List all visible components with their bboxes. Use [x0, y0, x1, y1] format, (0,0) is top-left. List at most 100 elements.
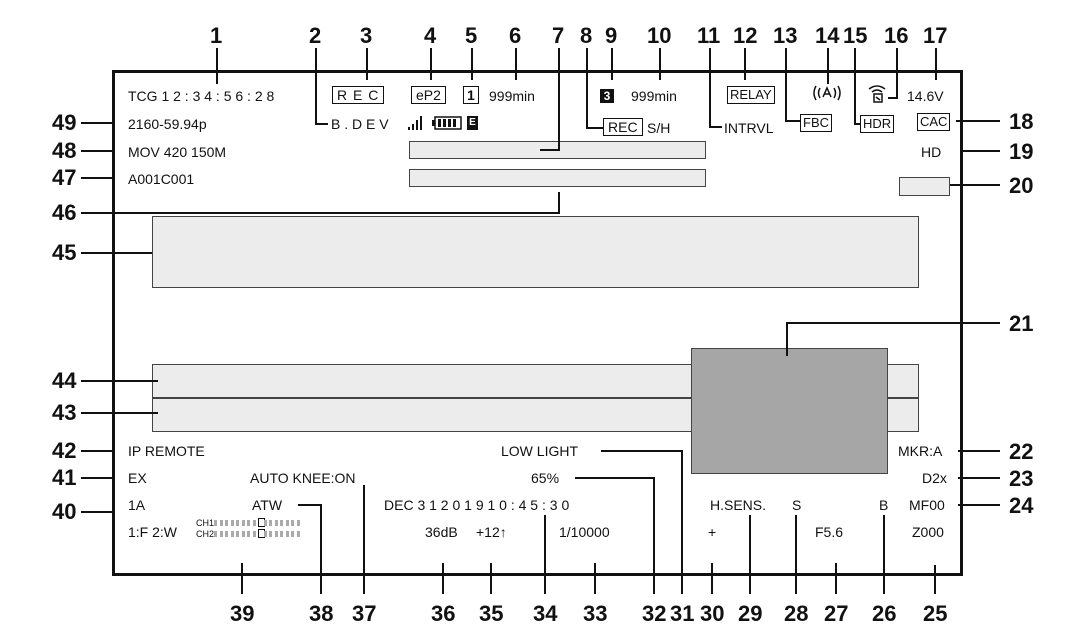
callout-18: 18 [1009, 109, 1034, 134]
callout-36: 36 [431, 601, 456, 626]
callout-10: 10 [647, 23, 672, 48]
callout-27: 27 [824, 601, 849, 626]
callout-14: 14 [815, 23, 840, 48]
remain-b: 999min [631, 88, 677, 104]
callout-12: 12 [733, 23, 758, 48]
one-a: 1A [128, 497, 146, 513]
hsens: H.SENS. [710, 497, 767, 513]
callout-43: 43 [52, 400, 77, 425]
callout-7: 7 [552, 23, 565, 48]
callout-37: 37 [352, 601, 377, 626]
percent: 65% [531, 470, 560, 486]
plus-indicator: + [708, 524, 717, 540]
display-area-20 [899, 177, 950, 196]
meter-segment [269, 520, 272, 526]
callout-49: 49 [52, 110, 77, 135]
slot-b-number: 3 [600, 89, 614, 103]
callout-6: 6 [509, 23, 522, 48]
mf: MF00 [909, 497, 945, 513]
callout-17: 17 [923, 23, 948, 48]
meter-segment [219, 531, 223, 537]
meter-segment [236, 520, 239, 526]
marker: MKR:A [898, 443, 943, 459]
meter-segment [274, 520, 278, 526]
offset: +12↑ [476, 524, 507, 540]
iris: F5.6 [815, 524, 844, 540]
fbc-indicator: FBC [800, 114, 832, 132]
relay-indicator: RELAY [727, 86, 775, 104]
cac-indicator: CAC [917, 113, 951, 131]
s-indicator: S [792, 497, 802, 513]
meter-segment [214, 531, 217, 537]
meter-segment [263, 520, 267, 526]
meter-segment [225, 531, 228, 537]
callout-5: 5 [465, 23, 478, 48]
callout-38: 38 [309, 601, 334, 626]
ip-remote: IP REMOTE [128, 443, 205, 459]
hdr-indicator: HDR [860, 115, 895, 133]
callout-48: 48 [52, 138, 77, 163]
callout-2: 2 [309, 23, 322, 48]
callout-33: 33 [583, 601, 608, 626]
meter-segment [296, 520, 300, 526]
slot-a-number: 1 [463, 86, 479, 104]
callout-19: 19 [1009, 139, 1034, 164]
callout-1: 1 [210, 23, 223, 48]
ch1-label: CH1 [196, 518, 215, 528]
callout-35: 35 [479, 601, 504, 626]
audio-select: 1:F 2:W [128, 524, 178, 540]
intrvl: INTRVL [724, 120, 774, 136]
callout-47: 47 [52, 165, 77, 190]
shutter: 1/10000 [559, 524, 610, 540]
meter-segment [219, 520, 223, 526]
callout-30: 30 [700, 601, 725, 626]
meter-segment [291, 520, 294, 526]
callout-29: 29 [738, 601, 763, 626]
wireless-icon [812, 84, 842, 109]
meter-segment [247, 520, 250, 526]
ep2-indicator: eP2 [411, 86, 446, 104]
meter-segment [241, 520, 245, 526]
rec-sh-label: S/H [647, 120, 671, 136]
rec-indicator: R E C [332, 86, 385, 104]
bdev: B . D E V [331, 116, 389, 132]
callout-44: 44 [52, 368, 77, 393]
display-area-7 [409, 141, 706, 159]
date-time: DEC 3 1 2 0 1 9 1 0 : 4 5 : 3 0 [384, 497, 570, 513]
signal-bars-icon [408, 115, 424, 136]
timecode: TCG 1 2 : 3 4 : 5 6 : 2 8 [128, 88, 275, 104]
meter-segment [252, 531, 256, 537]
meter-segment [280, 531, 283, 537]
display-area-46 [409, 169, 706, 187]
callout-15: 15 [843, 23, 868, 48]
callout-16: 16 [884, 23, 909, 48]
ex: EX [128, 470, 147, 486]
callout-28: 28 [784, 601, 809, 626]
auto-knee: AUTO KNEE:ON [250, 470, 356, 486]
format: 2160-59.94p [128, 116, 207, 132]
wlan-router-icon [866, 84, 888, 109]
meter-segment [252, 520, 256, 526]
rec-sh-box: REC [603, 118, 643, 136]
callout-3: 3 [360, 23, 373, 48]
callout-23: 23 [1009, 466, 1034, 491]
meter-segment [280, 520, 283, 526]
meter-segment [236, 531, 239, 537]
d2x: D2x [922, 470, 947, 486]
callout-34: 34 [533, 601, 558, 626]
callout-42: 42 [52, 438, 77, 463]
meter-segment [296, 531, 300, 537]
meter-segment [263, 531, 267, 537]
zoom: Z000 [912, 524, 944, 540]
callout-21: 21 [1009, 311, 1034, 336]
callout-46: 46 [52, 200, 77, 225]
battery-end-indicator: E [467, 116, 478, 130]
gain: 36dB [425, 524, 458, 540]
callout-45: 45 [52, 240, 77, 265]
battery-voltage: 14.6V [907, 88, 944, 104]
callout-11: 11 [697, 23, 721, 48]
atw: ATW [252, 497, 283, 513]
codec: MOV 420 150M [128, 144, 227, 160]
hd-indicator: HD [921, 144, 942, 160]
